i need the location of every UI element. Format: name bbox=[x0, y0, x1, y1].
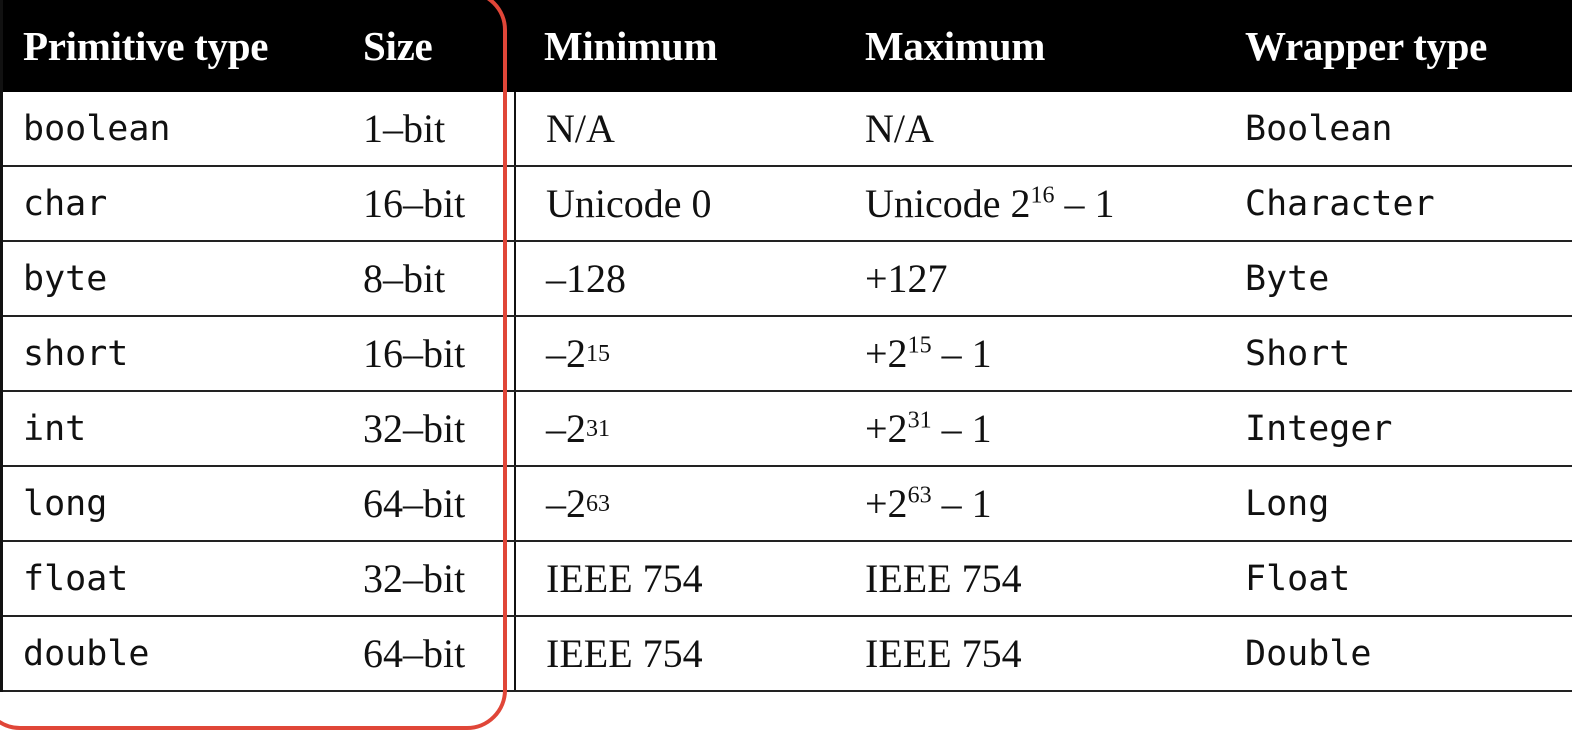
table-row: byte 8–bit –128 +127 Byte bbox=[3, 242, 1572, 317]
cell-size: 1–bit bbox=[363, 106, 446, 151]
cell-primitive-type: double bbox=[23, 633, 150, 674]
cell-primitive-type: long bbox=[23, 483, 108, 524]
table-row: float 32–bit IEEE 754 IEEE 754 Float bbox=[3, 542, 1572, 617]
table-row: double 64–bit IEEE 754 IEEE 754 Double bbox=[3, 617, 1572, 692]
cell-size: 16–bit bbox=[363, 181, 466, 226]
cell-maximum: +231 – 1 bbox=[865, 406, 992, 451]
cell-wrapper-type: Short bbox=[1245, 333, 1351, 374]
cell-wrapper-type: Boolean bbox=[1245, 108, 1393, 149]
cell-primitive-type: char bbox=[23, 183, 108, 224]
cell-wrapper-type: Byte bbox=[1245, 258, 1330, 299]
cell-size: 64–bit bbox=[363, 481, 466, 526]
cell-size: 64–bit bbox=[363, 631, 466, 676]
cell-maximum: +263 – 1 bbox=[865, 481, 992, 526]
cell-maximum: Unicode 216 – 1 bbox=[865, 181, 1115, 226]
cell-primitive-type: short bbox=[23, 333, 129, 374]
cell-wrapper-type: Character bbox=[1245, 183, 1435, 224]
cell-primitive-type: int bbox=[23, 408, 87, 449]
cell-maximum: +127 bbox=[865, 256, 948, 301]
table-header-row: Primitive type Size Minimum Maximum Wrap… bbox=[3, 0, 1572, 92]
cell-maximum: IEEE 754 bbox=[865, 631, 1022, 676]
table-row: char 16–bit Unicode 0 Unicode 216 – 1 Ch… bbox=[3, 167, 1572, 242]
cell-maximum: N/A bbox=[865, 106, 934, 151]
table-row: boolean 1–bit N/A N/A Boolean bbox=[3, 92, 1572, 167]
cell-wrapper-type: Integer bbox=[1245, 408, 1393, 449]
header-wrapper-type: Wrapper type bbox=[1245, 23, 1488, 69]
cell-size: 8–bit bbox=[363, 256, 446, 301]
cell-primitive-type: boolean bbox=[23, 108, 171, 149]
cell-minimum: IEEE 754 bbox=[514, 542, 842, 615]
cell-minimum: Unicode 0 bbox=[514, 167, 842, 240]
header-size: Size bbox=[363, 23, 433, 69]
cell-wrapper-type: Long bbox=[1245, 483, 1330, 524]
cell-primitive-type: byte bbox=[23, 258, 108, 299]
cell-size: 32–bit bbox=[363, 556, 466, 601]
cell-maximum: +215 – 1 bbox=[865, 331, 992, 376]
cell-maximum: IEEE 754 bbox=[865, 556, 1022, 601]
cell-wrapper-type: Float bbox=[1245, 558, 1351, 599]
cell-minimum: IEEE 754 bbox=[514, 617, 842, 690]
cell-size: 16–bit bbox=[363, 331, 466, 376]
header-minimum: Minimum bbox=[544, 23, 718, 69]
cell-primitive-type: float bbox=[23, 558, 129, 599]
cell-minimum: N/A bbox=[514, 92, 842, 165]
cell-size: 32–bit bbox=[363, 406, 466, 451]
cell-wrapper-type: Double bbox=[1245, 633, 1372, 674]
header-primitive-type: Primitive type bbox=[23, 23, 269, 69]
header-maximum: Maximum bbox=[865, 23, 1046, 69]
primitive-types-table: Primitive type Size Minimum Maximum Wrap… bbox=[0, 0, 1572, 692]
cell-minimum: –128 bbox=[514, 242, 842, 315]
